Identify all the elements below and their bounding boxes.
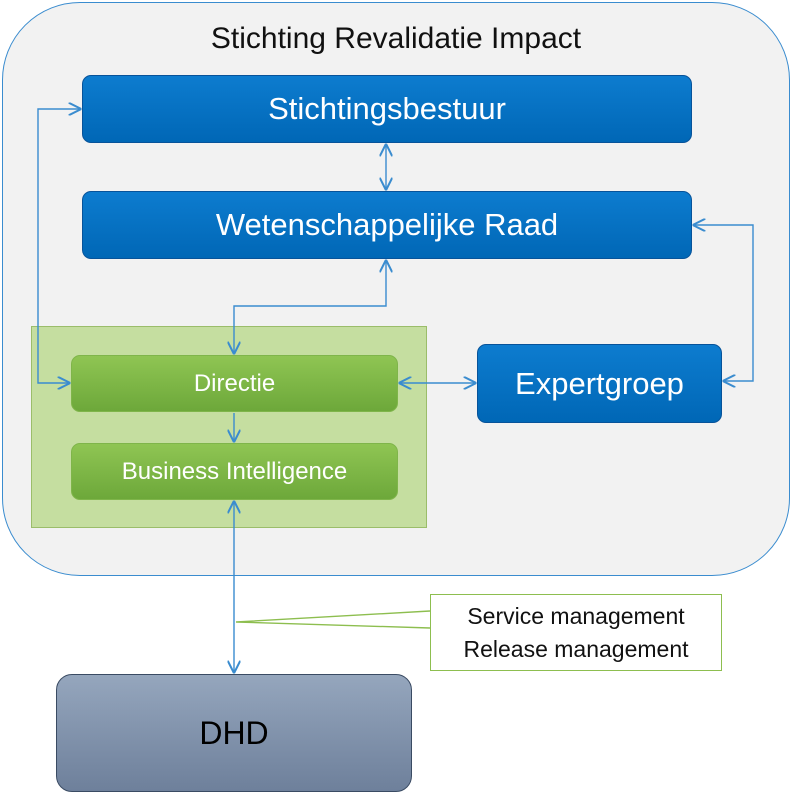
- node-directie-label: Directie: [193, 369, 276, 397]
- callout-line-release: Release management: [463, 635, 689, 662]
- node-wetenschappelijke-raad-label: Wetenschappelijke Raad: [215, 207, 559, 242]
- node-expertgroep-label: Expertgroep: [515, 365, 684, 401]
- node-expertgroep[interactable]: Expertgroep: [477, 344, 722, 423]
- diagram-title: Stichting Revalidatie Impact: [210, 22, 582, 55]
- callout-pointer: [235, 610, 431, 629]
- node-stichtingsbestuur-label: Stichtingsbestuur: [268, 91, 506, 126]
- node-directie[interactable]: Directie: [71, 355, 398, 412]
- node-dhd[interactable]: DHD: [56, 674, 412, 792]
- node-business-intelligence[interactable]: Business Intelligence: [71, 443, 398, 500]
- callout-line-service: Service management: [467, 602, 685, 629]
- node-business-intelligence-label: Business Intelligence: [121, 457, 348, 485]
- node-dhd-label: DHD: [199, 714, 269, 751]
- node-stichtingsbestuur[interactable]: Stichtingsbestuur: [82, 75, 692, 143]
- callout-note: Service management Release management: [430, 594, 722, 671]
- node-wetenschappelijke-raad[interactable]: Wetenschappelijke Raad: [82, 191, 692, 259]
